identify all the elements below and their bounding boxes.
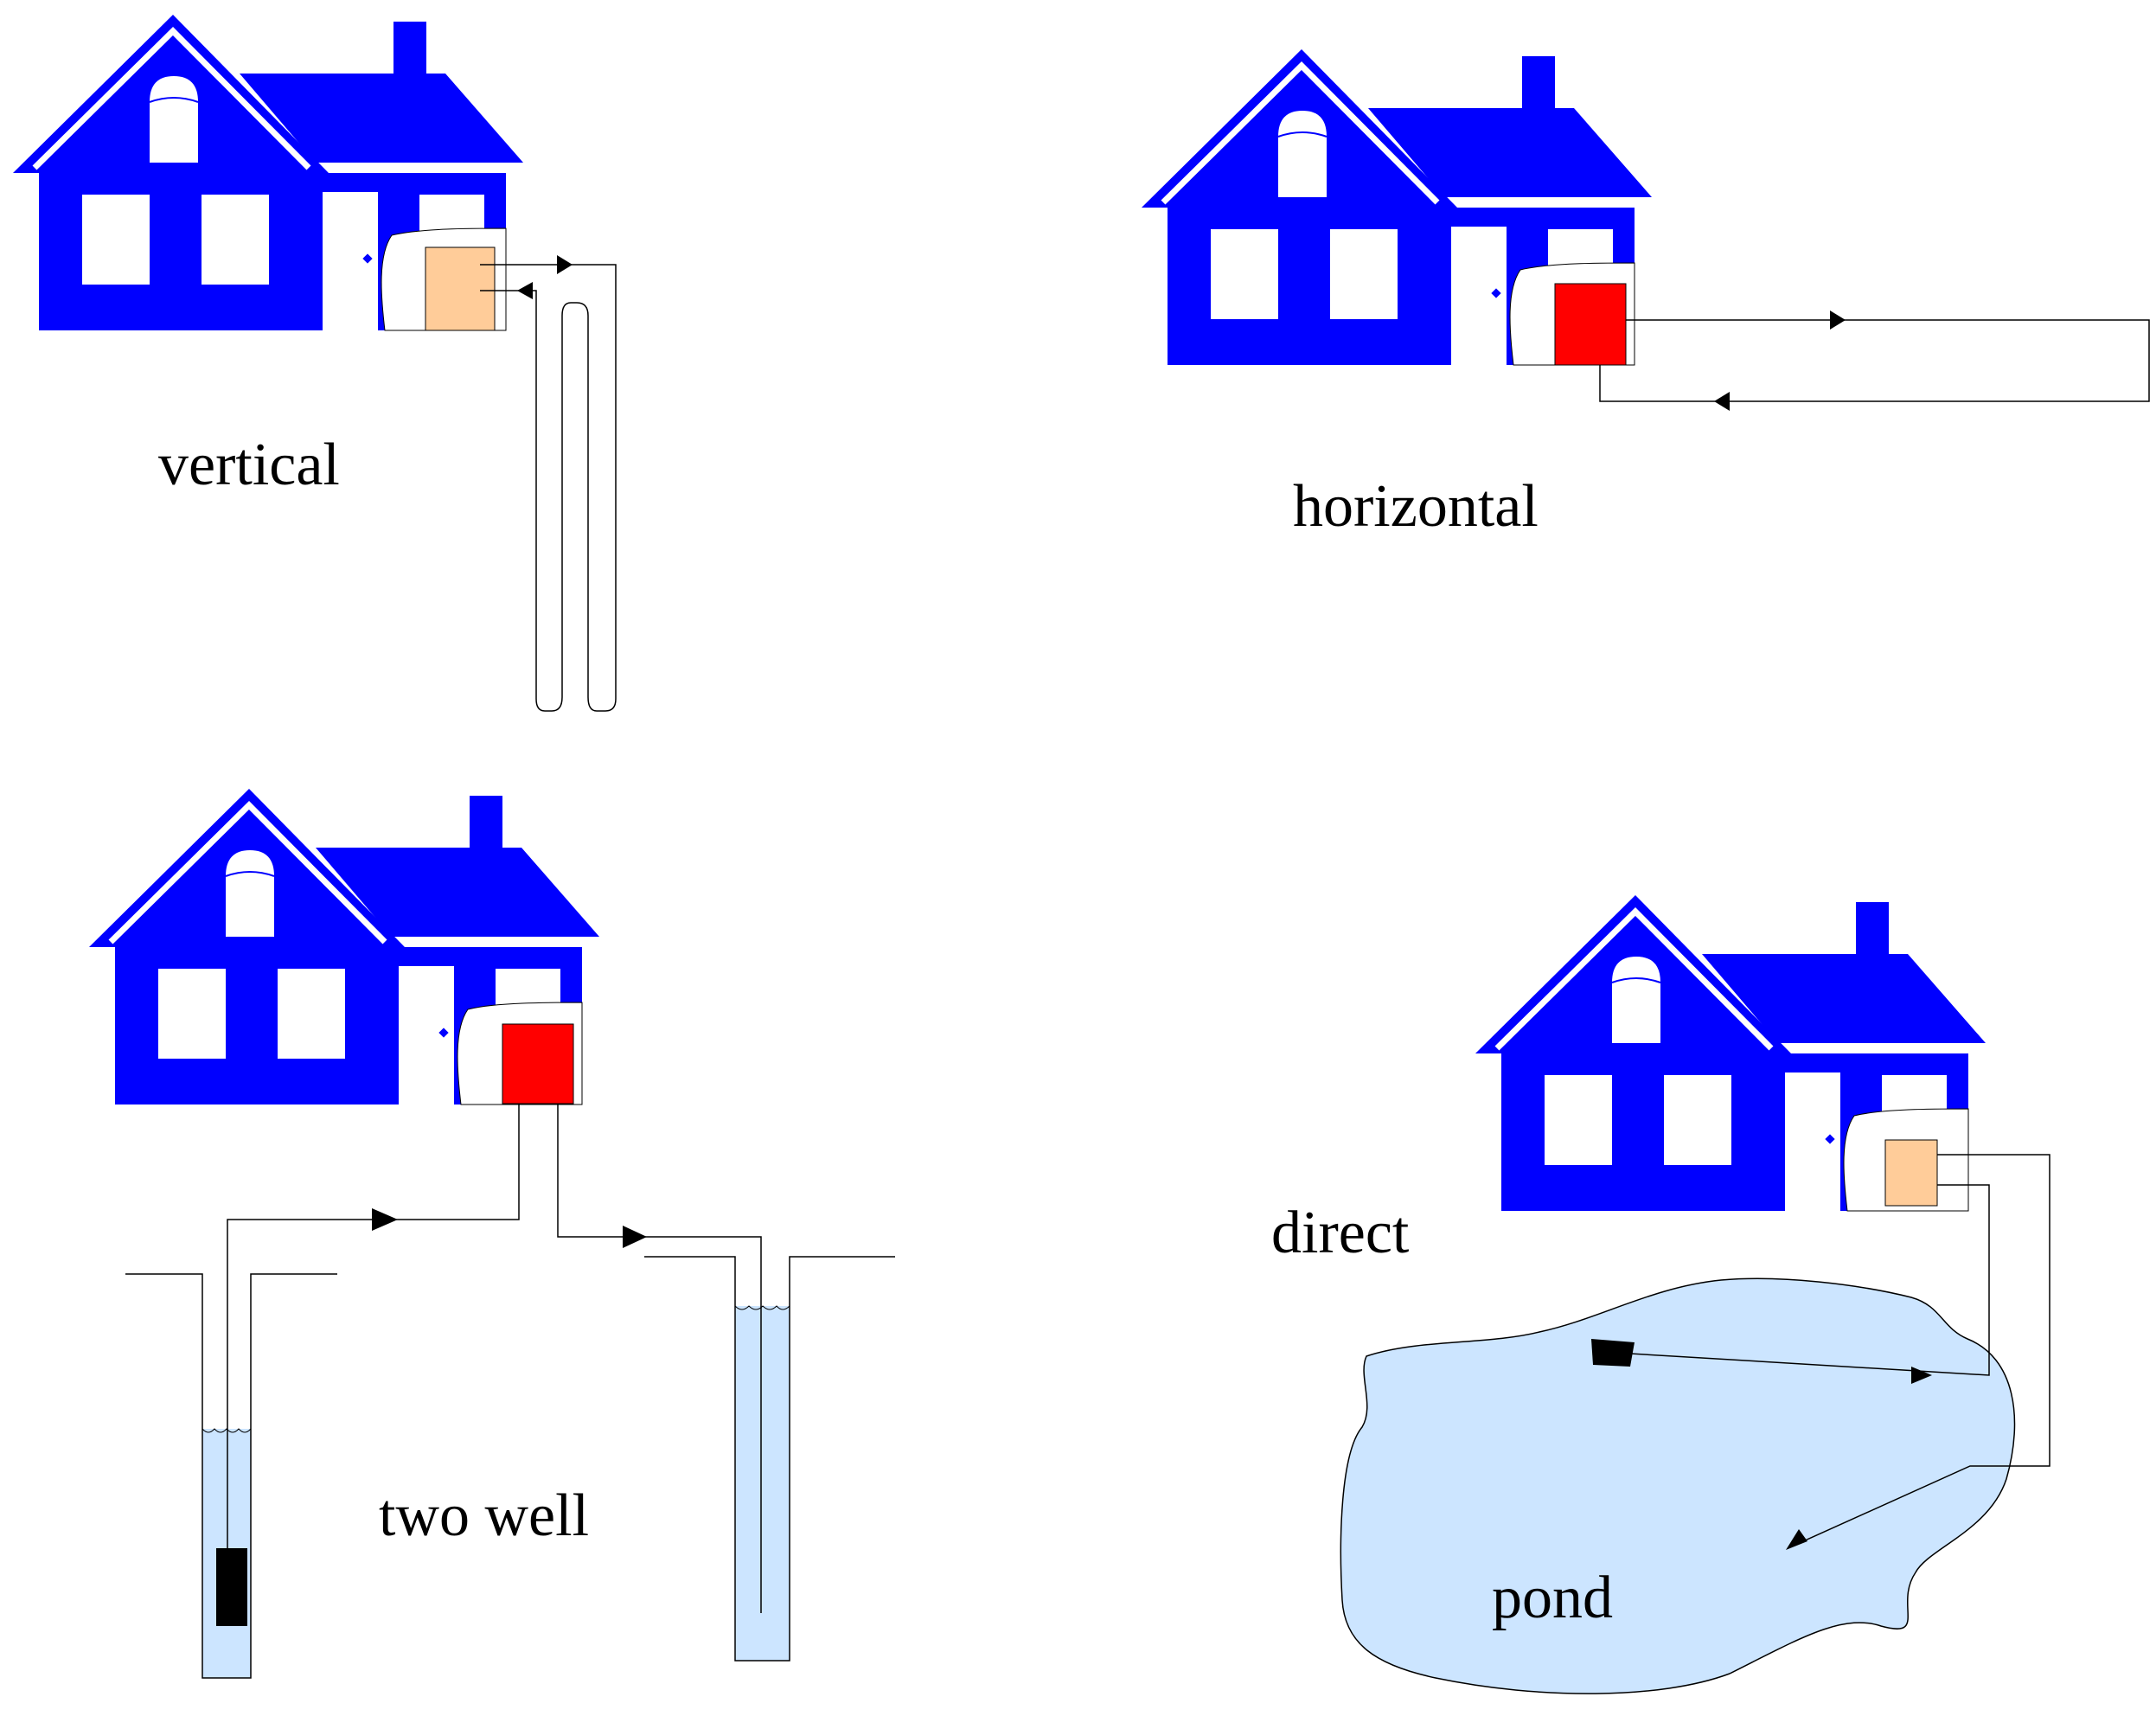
vertical-system: vertical — [13, 15, 617, 712]
arrow-icon — [372, 1208, 398, 1231]
direct-pond-system: direct pond — [1271, 895, 2050, 1694]
two-well-system: two well — [89, 789, 895, 1679]
well-icon — [125, 1273, 337, 1679]
arrow-icon — [517, 282, 533, 299]
pond-label: pond — [1492, 1565, 1613, 1631]
heat-pump-unit-icon — [425, 247, 496, 331]
arrow-icon — [1911, 1367, 1932, 1384]
heat-pump-unit-icon — [1554, 283, 1627, 366]
arrow-icon — [623, 1226, 647, 1248]
arrow-icon — [1714, 392, 1730, 411]
vertical-label: vertical — [158, 432, 340, 498]
pump-icon — [1591, 1339, 1635, 1367]
direct-label: direct — [1271, 1200, 1410, 1266]
horizontal-ground-loop — [1599, 319, 2150, 402]
arrow-icon — [1786, 1529, 1807, 1550]
well-icon — [644, 1256, 895, 1662]
arrow-icon — [557, 255, 573, 274]
horizontal-system: horizontal — [1142, 49, 2150, 540]
heat-pump-unit-icon — [502, 1023, 574, 1105]
two-well-label: two well — [379, 1482, 589, 1549]
pond-icon — [1340, 1277, 2016, 1694]
horizontal-label: horizontal — [1293, 473, 1539, 540]
pump-icon — [216, 1548, 247, 1626]
vertical-ground-loop — [480, 264, 617, 712]
arrow-icon — [1830, 311, 1846, 330]
heat-pump-unit-icon — [1884, 1139, 1938, 1207]
